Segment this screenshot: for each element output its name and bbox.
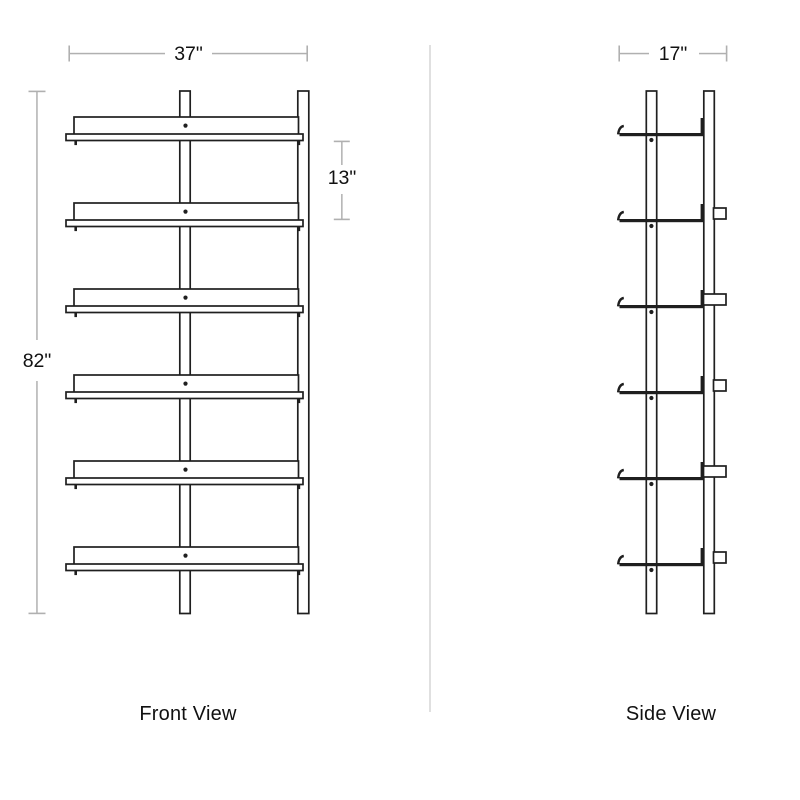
shelf-spacing-dimension: 13" [328, 140, 357, 221]
dim-tick [28, 612, 46, 615]
dim-line [36, 381, 38, 613]
dim-line [341, 194, 343, 220]
wall-cleat [702, 465, 727, 478]
dim-line [69, 52, 165, 55]
shelf-spacing-value: 13" [328, 167, 357, 189]
front-shelf-4 [65, 374, 304, 404]
side-view-label: Side View [626, 703, 717, 725]
front-shelf-1 [65, 116, 304, 146]
wall-cleat [712, 207, 727, 220]
front-height-value: 82" [23, 350, 52, 372]
side-shelf-2 [616, 202, 706, 230]
side-depth-dimension: 17" [618, 43, 728, 65]
side-shelf-5 [616, 460, 706, 488]
side-view-drawing: 17" [616, 43, 728, 615]
front-right-post [296, 90, 310, 615]
dim-line [212, 52, 307, 55]
front-width-dimension: 37" [68, 43, 308, 65]
dim-line [699, 52, 727, 55]
front-width-value: 37" [174, 43, 203, 65]
front-shelf-5 [65, 460, 304, 490]
front-height-dimension: 82" [23, 90, 52, 615]
wall-cleats [702, 207, 727, 564]
front-shelf-2 [65, 202, 304, 232]
wall-cleat [712, 379, 727, 392]
dim-line [36, 91, 38, 340]
dim-line [341, 141, 343, 165]
dim-line [619, 52, 649, 55]
front-shelf-6 [65, 546, 304, 576]
side-front-post [645, 90, 658, 615]
front-view-drawing: 37" 82" 13" [23, 43, 357, 615]
front-center-post [178, 90, 192, 615]
dim-tick [306, 45, 308, 62]
side-shelf-3 [616, 288, 706, 316]
side-shelf-4 [616, 374, 706, 402]
side-shelf-1 [616, 116, 706, 144]
front-shelf-3 [65, 288, 304, 318]
wall-cleat [712, 551, 727, 564]
wall-cleat [702, 293, 727, 306]
side-wall-post [702, 90, 716, 615]
side-shelf-6 [616, 546, 706, 574]
side-depth-value: 17" [659, 43, 688, 65]
front-view-label: Front View [139, 703, 237, 725]
